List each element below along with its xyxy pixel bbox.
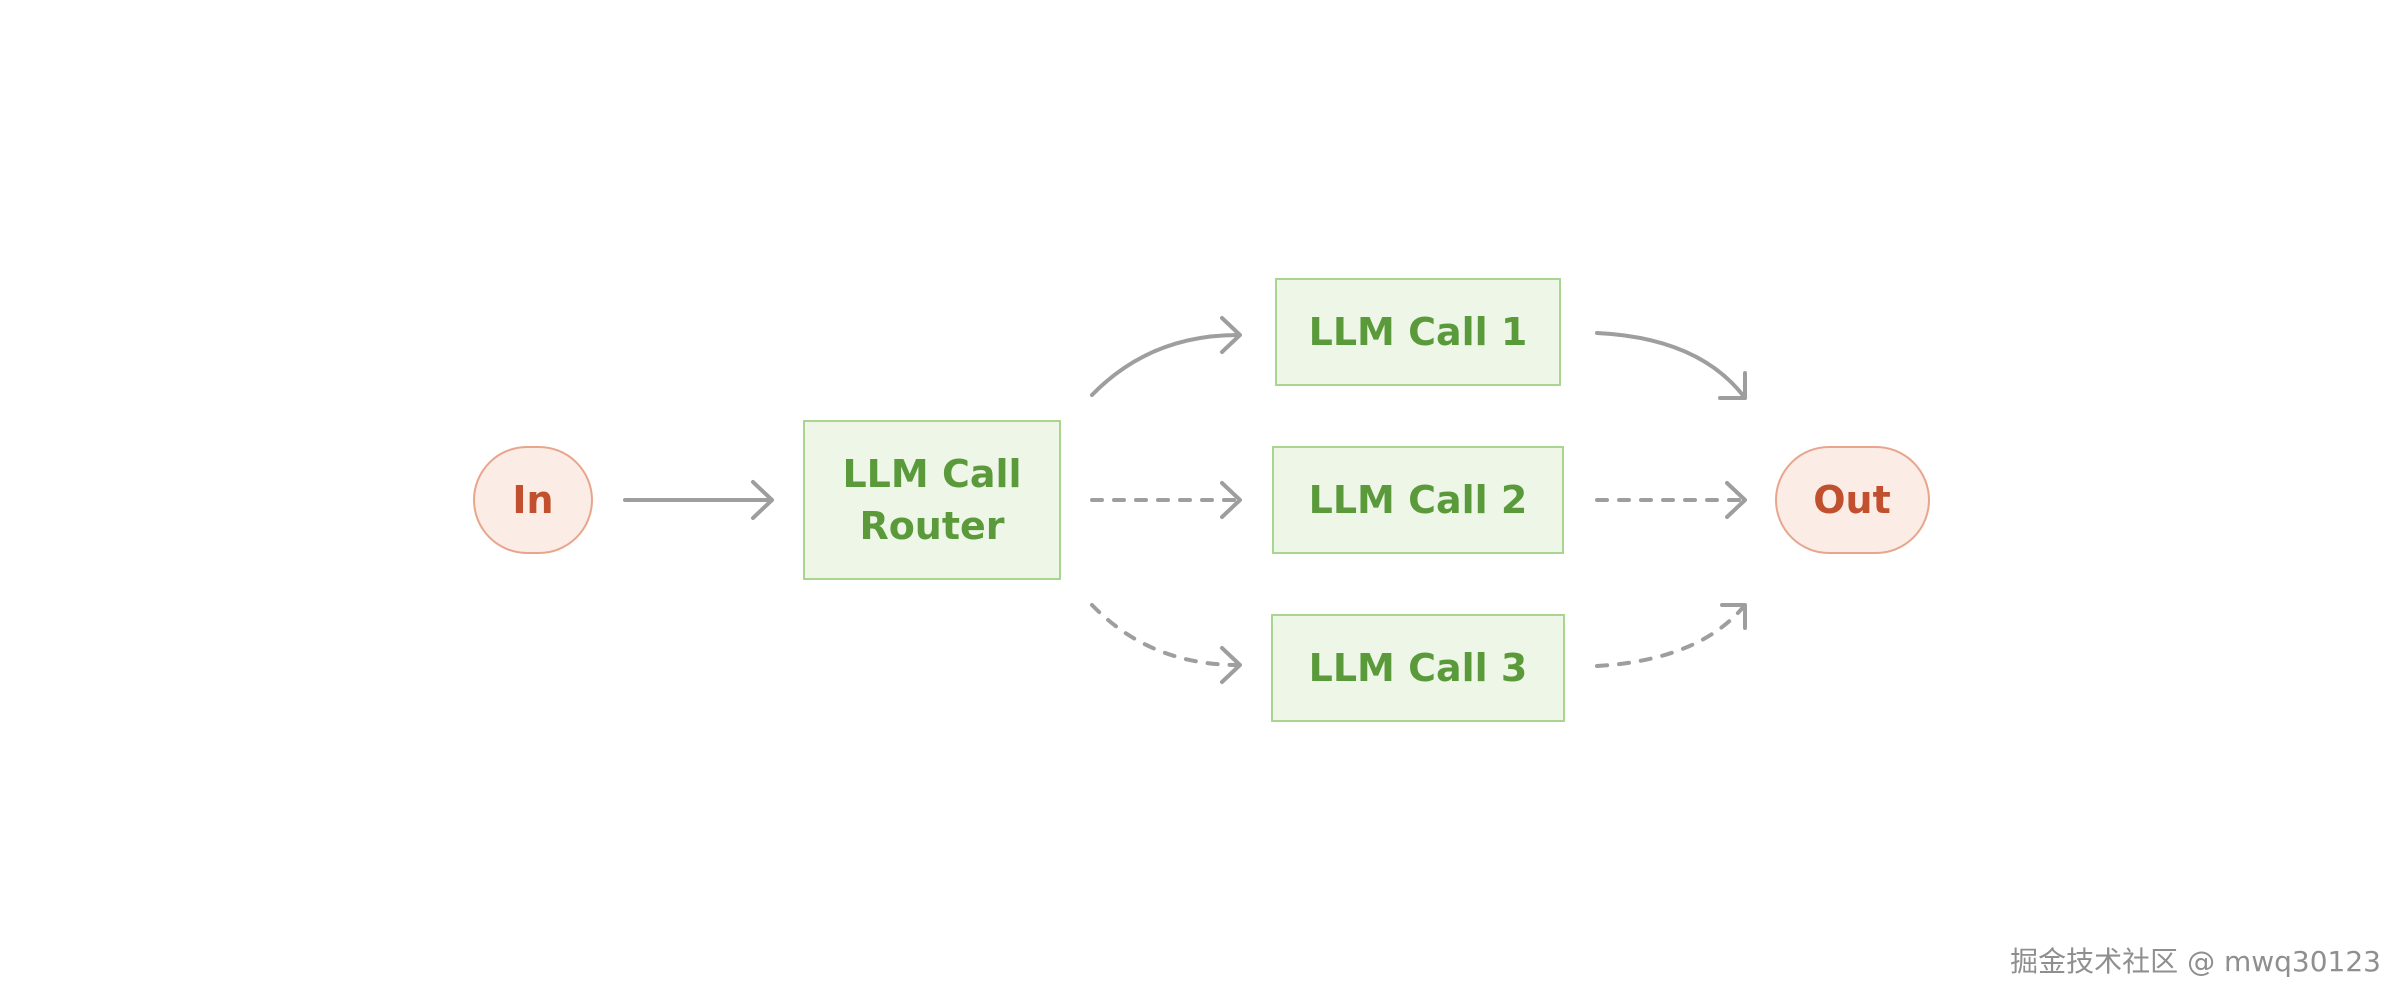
edge-router-to-call1 bbox=[1090, 316, 1242, 397]
node-llm-call-3: LLM Call 3 bbox=[1271, 614, 1565, 722]
node-out-label: Out bbox=[1813, 478, 1891, 522]
node-llm-call-2-label: LLM Call 2 bbox=[1309, 478, 1528, 522]
edge-router-to-call2 bbox=[1090, 481, 1242, 519]
node-in: In bbox=[473, 446, 593, 554]
edge-router-to-call3 bbox=[1090, 603, 1242, 684]
node-llm-call-3-label: LLM Call 3 bbox=[1309, 646, 1528, 690]
node-llm-call-2: LLM Call 2 bbox=[1272, 446, 1564, 554]
node-router-label-line2: Router bbox=[859, 504, 1004, 548]
edge-call1-to-out bbox=[1595, 331, 1747, 400]
edge-call2-to-out bbox=[1595, 481, 1747, 519]
node-router: LLM Call Router bbox=[803, 420, 1061, 580]
edge-in-to-router bbox=[623, 480, 774, 520]
node-out: Out bbox=[1775, 446, 1930, 554]
node-llm-call-1-label: LLM Call 1 bbox=[1309, 310, 1528, 354]
node-in-label: In bbox=[512, 478, 553, 522]
edge-call3-to-out bbox=[1595, 603, 1747, 668]
node-llm-call-1: LLM Call 1 bbox=[1275, 278, 1561, 386]
watermark-text: 掘金技术社区 @ mwq30123 bbox=[2010, 945, 2381, 978]
node-router-label-line1: LLM Call bbox=[842, 452, 1021, 496]
